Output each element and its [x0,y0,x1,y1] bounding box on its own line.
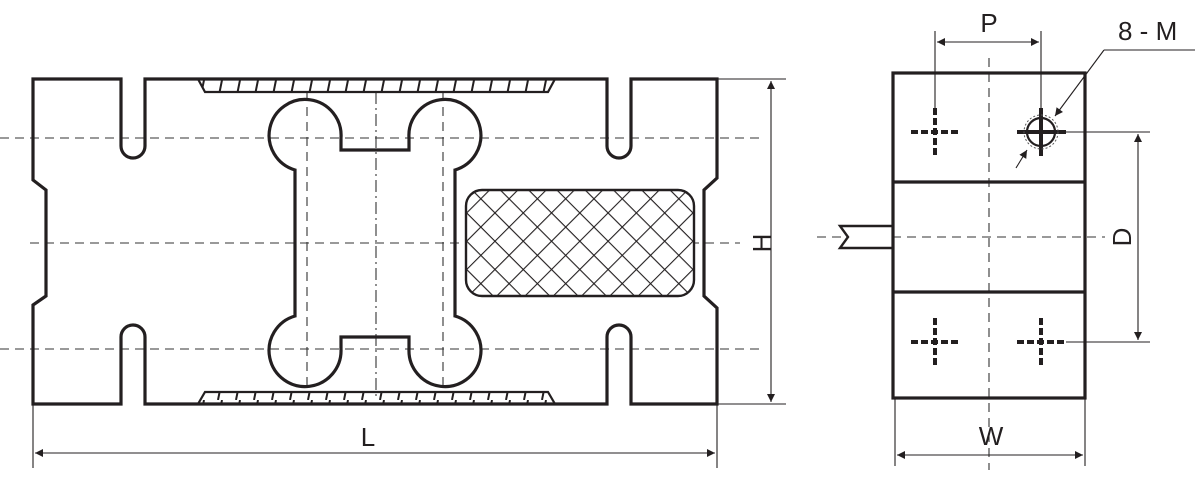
bending-beam-cavity [267,97,483,389]
side-view: H L [0,77,786,468]
pitch-label: P [980,8,997,38]
height-label: H [747,234,777,253]
gauge-strip-top [196,77,557,94]
mounting-hole-bottom-left [911,318,960,366]
knurled-pad [464,188,696,298]
front-view: P 8 - M D W [817,8,1195,470]
mounting-hole-bottom-right [1017,318,1066,366]
front-body [891,71,1087,400]
mounting-hole-top-right [1017,108,1066,156]
dimension-h: H [717,78,786,405]
dimension-l: L [32,404,718,468]
thread-callout: 8 - M [1015,16,1195,169]
dimension-d: D [1066,131,1150,343]
cable [837,224,893,250]
dimension-w: W [894,398,1086,466]
dimension-p: P [934,8,1042,108]
length-label: L [361,422,375,452]
hole-spacing-label: D [1107,228,1137,247]
width-label: W [979,421,1004,451]
gauge-strip-bottom [196,390,557,406]
thread-label: 8 - M [1118,16,1177,46]
mounting-hole-top-left [911,108,960,156]
